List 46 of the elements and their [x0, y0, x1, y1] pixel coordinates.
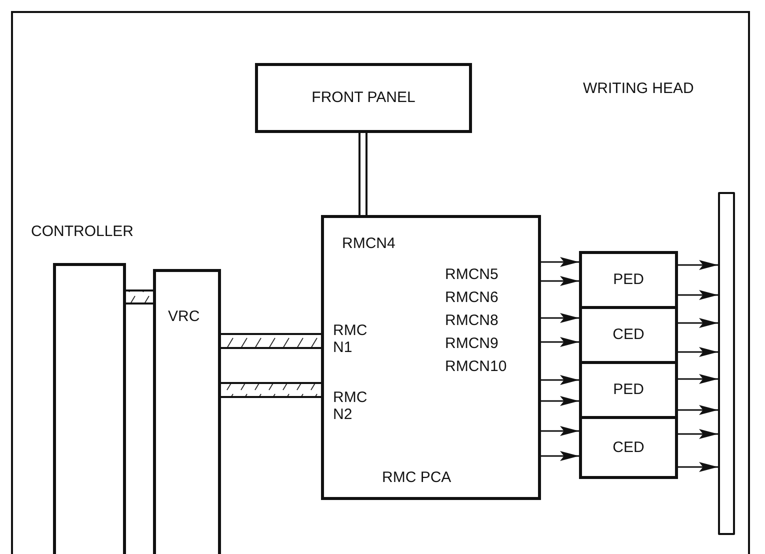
connector-label: RMC N1	[333, 323, 368, 356]
block-label: PED	[612, 382, 645, 398]
arrow	[541, 451, 579, 461]
arrow	[678, 462, 718, 472]
panel-box	[255, 63, 472, 133]
arrow	[678, 290, 718, 300]
arrow	[678, 429, 718, 439]
process-box	[579, 416, 678, 479]
arrow	[541, 276, 579, 286]
arrow	[678, 347, 718, 357]
cable-bus	[221, 333, 321, 349]
block-heading: CONTROLLER	[31, 224, 134, 240]
connector-label: RMCN9	[445, 336, 498, 352]
block-label: CED	[612, 326, 646, 344]
board-label: RMC PCA	[382, 470, 452, 486]
block-label: PED	[612, 272, 645, 288]
controller-box	[153, 269, 221, 554]
arrow	[541, 426, 579, 436]
arrow	[541, 257, 579, 267]
process-box	[579, 361, 678, 419]
arrow	[541, 337, 579, 347]
arrow	[541, 396, 579, 406]
connector-label: RMCN5	[445, 267, 498, 284]
arrow	[678, 374, 718, 384]
process-box	[579, 251, 678, 309]
arrow	[678, 405, 718, 415]
connector-label: RMCN6	[445, 290, 498, 306]
cable-bus	[221, 382, 321, 398]
controller-box	[53, 263, 126, 554]
arrow	[678, 260, 718, 270]
block-label: VRC	[168, 309, 200, 326]
board-box	[321, 215, 541, 500]
arrow	[541, 313, 579, 323]
connector-label: RMCN8	[445, 313, 498, 330]
block-label: CED	[612, 439, 646, 456]
arrow	[541, 375, 579, 385]
arrow	[678, 318, 718, 328]
connector-label: RMCN4	[342, 236, 396, 252]
part-label: WRITING HEAD	[583, 81, 694, 98]
cable-bus	[358, 133, 368, 215]
connector-label: RMCN10	[445, 359, 507, 376]
connector-label: RMC N2	[333, 390, 368, 423]
block-label: FRONT PANEL	[310, 90, 416, 106]
cable-bus	[126, 290, 153, 304]
head-bar	[718, 192, 735, 535]
process-box	[579, 306, 678, 364]
